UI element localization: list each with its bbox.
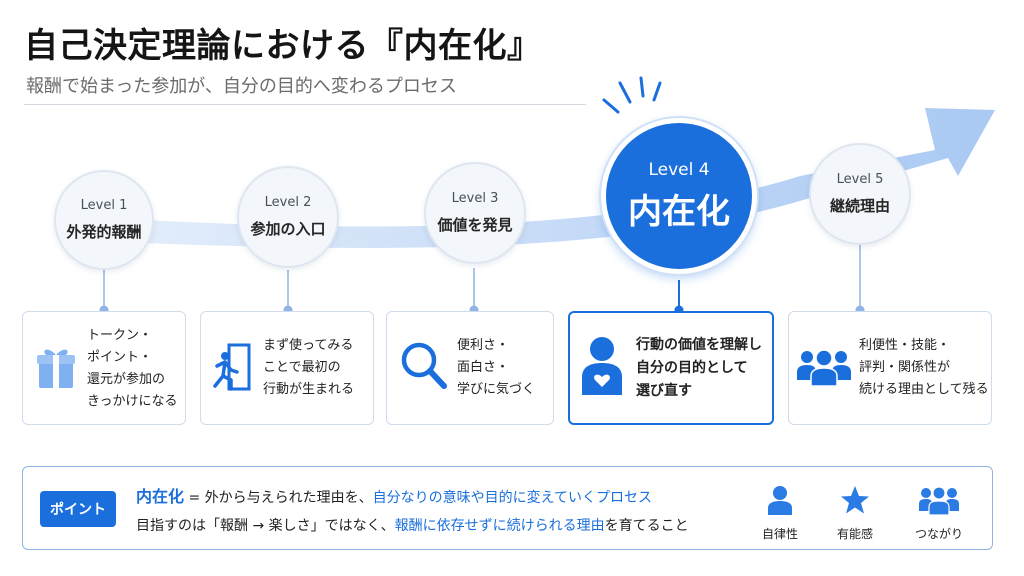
- point-term: 内在化: [136, 487, 185, 506]
- point-box: ポイント 内在化 = 外から与えられた理由を、自分なりの意味や目的に変えていくプ…: [22, 466, 993, 550]
- level-5-label: Level 5: [836, 172, 884, 187]
- level-4-name: 内在化: [628, 191, 730, 232]
- group-icon: [797, 349, 851, 386]
- level-3-node: Level 3 価値を発見: [424, 162, 526, 264]
- point-line-1-highlight: 自分なりの意味や目的に変えていくプロセス: [372, 490, 652, 506]
- level-3-label: Level 3: [451, 191, 499, 206]
- person-heart-icon: [582, 337, 622, 395]
- point-line-2-highlight: 報酬に依存せずに続けられる理由: [394, 518, 605, 534]
- level-1-description: トークン・ ポイント・ 還元が参加の きっかけになる: [87, 328, 178, 409]
- level-5-card: 利便性・技能・ 評判・関係性が 続ける理由として残る: [788, 311, 992, 425]
- level-4-label: Level 4: [648, 159, 710, 180]
- level-4-description: 行動の価値を理解し 自分の目的として 選び直す: [636, 337, 762, 399]
- point-line-2: 目指すのは「報酬 → 楽しさ」ではなく、報酬に依存せずに続けられる理由を育てるこ…: [136, 515, 689, 535]
- point-item-autonomy: 自律性: [740, 485, 820, 542]
- point-item-competence-label: 有能感: [836, 527, 873, 541]
- level-3-description: 便利さ・ 面白さ・ 学びに気づく: [457, 338, 536, 397]
- level-1-label: Level 1: [80, 198, 128, 213]
- page-title: 自己決定理論における『内在化』: [24, 26, 542, 66]
- point-line-2-end: を育てること: [604, 518, 689, 534]
- point-item-relatedness-label: つながり: [914, 527, 963, 541]
- title-divider: [24, 104, 586, 105]
- level-1-node: Level 1 外発的報酬: [54, 170, 154, 270]
- search-icon: [401, 342, 447, 389]
- point-item-autonomy-label: 自律性: [761, 527, 798, 541]
- level-2-node: Level 2 参加の入口: [237, 166, 339, 268]
- level-5-name: 継続理由: [829, 197, 890, 215]
- point-item-relatedness: つながり: [899, 485, 979, 542]
- door-entry-icon: [213, 343, 251, 391]
- point-line-1-eq: = 外から与えられた理由を、: [184, 490, 373, 506]
- point-item-competence: 有能感: [815, 485, 895, 542]
- person-icon: [768, 486, 792, 515]
- level-3-name: 価値を発見: [437, 216, 513, 234]
- star-icon: [841, 486, 869, 514]
- level-2-card: まず使ってみる ことで最初の 行動が生まれる: [200, 311, 374, 425]
- group-icon: [919, 486, 959, 516]
- gift-icon: [37, 349, 75, 388]
- level-5-node: Level 5 継続理由: [809, 143, 911, 245]
- level-4-card: 行動の価値を理解し 自分の目的として 選び直す: [568, 311, 774, 425]
- point-line-2-start: 目指すのは「報酬 → 楽しさ」ではなく、: [136, 518, 395, 534]
- level-2-label: Level 2: [264, 195, 312, 210]
- level-4-node: Level 4 内在化: [601, 118, 757, 274]
- level-1-card: トークン・ ポイント・ 還元が参加の きっかけになる: [22, 311, 186, 425]
- point-badge: ポイント: [40, 491, 116, 527]
- level-5-description: 利便性・技能・ 評判・関係性が 続ける理由として残る: [859, 338, 989, 397]
- page-subtitle: 報酬で始まった参加が、自分の目的へ変わるプロセス: [26, 76, 457, 97]
- point-line-1: 内在化 = 外から与えられた理由を、自分なりの意味や目的に変えていくプロセス: [136, 483, 652, 507]
- level-2-name: 参加の入口: [250, 220, 326, 238]
- level-3-card: 便利さ・ 面白さ・ 学びに気づく: [386, 311, 554, 425]
- level-2-description: まず使ってみる ことで最初の 行動が生まれる: [263, 338, 355, 397]
- level-1-name: 外発的報酬: [66, 223, 142, 241]
